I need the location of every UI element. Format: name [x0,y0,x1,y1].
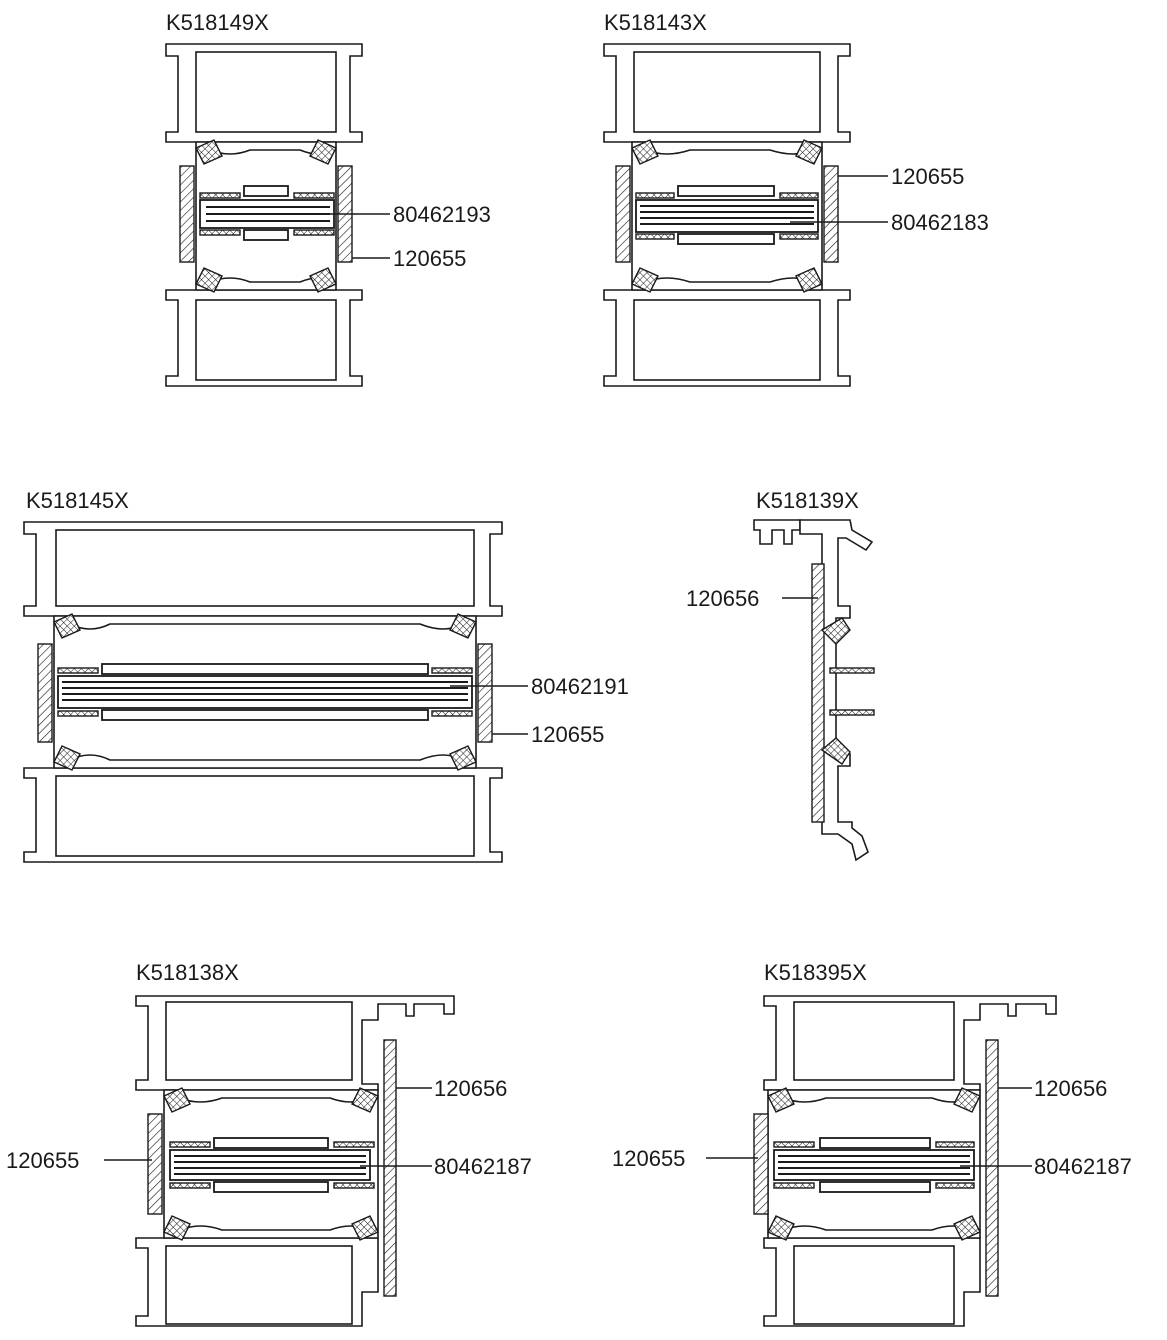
part-label: 120655 [531,722,604,747]
profile-k518139x: K518139X 120656 [686,488,875,862]
profile-title: K518149X [166,10,269,35]
part-label: 80462193 [393,202,491,227]
part-label: 120656 [686,586,759,611]
part-label: 120655 [612,1146,685,1171]
part-label: 80462183 [891,210,989,235]
profile-k518149x: K518149X 80462193 120655 [165,10,491,387]
profile-k518138x: K518138X 120656 120655 80462187 [6,960,532,1327]
profile-k518145x: K518145X 80462191 120655 [23,488,629,863]
part-label: 80462187 [1034,1154,1132,1179]
part-label: 120655 [891,164,964,189]
profile-k518395x: K518395X 120656 120655 80462187 [612,960,1132,1327]
profile-title: K518143X [604,10,707,35]
part-label: 120655 [393,246,466,271]
part-label: 80462191 [531,674,629,699]
profile-title: K518395X [764,960,867,985]
profile-title: K518145X [26,488,129,513]
part-label: 80462187 [434,1154,532,1179]
part-label: 120656 [434,1076,507,1101]
profile-title: K518138X [136,960,239,985]
profile-k518143x: K518143X 120655 80462183 [603,10,989,387]
part-label: 120656 [1034,1076,1107,1101]
part-label: 120655 [6,1148,79,1173]
profile-title: K518139X [756,488,859,513]
